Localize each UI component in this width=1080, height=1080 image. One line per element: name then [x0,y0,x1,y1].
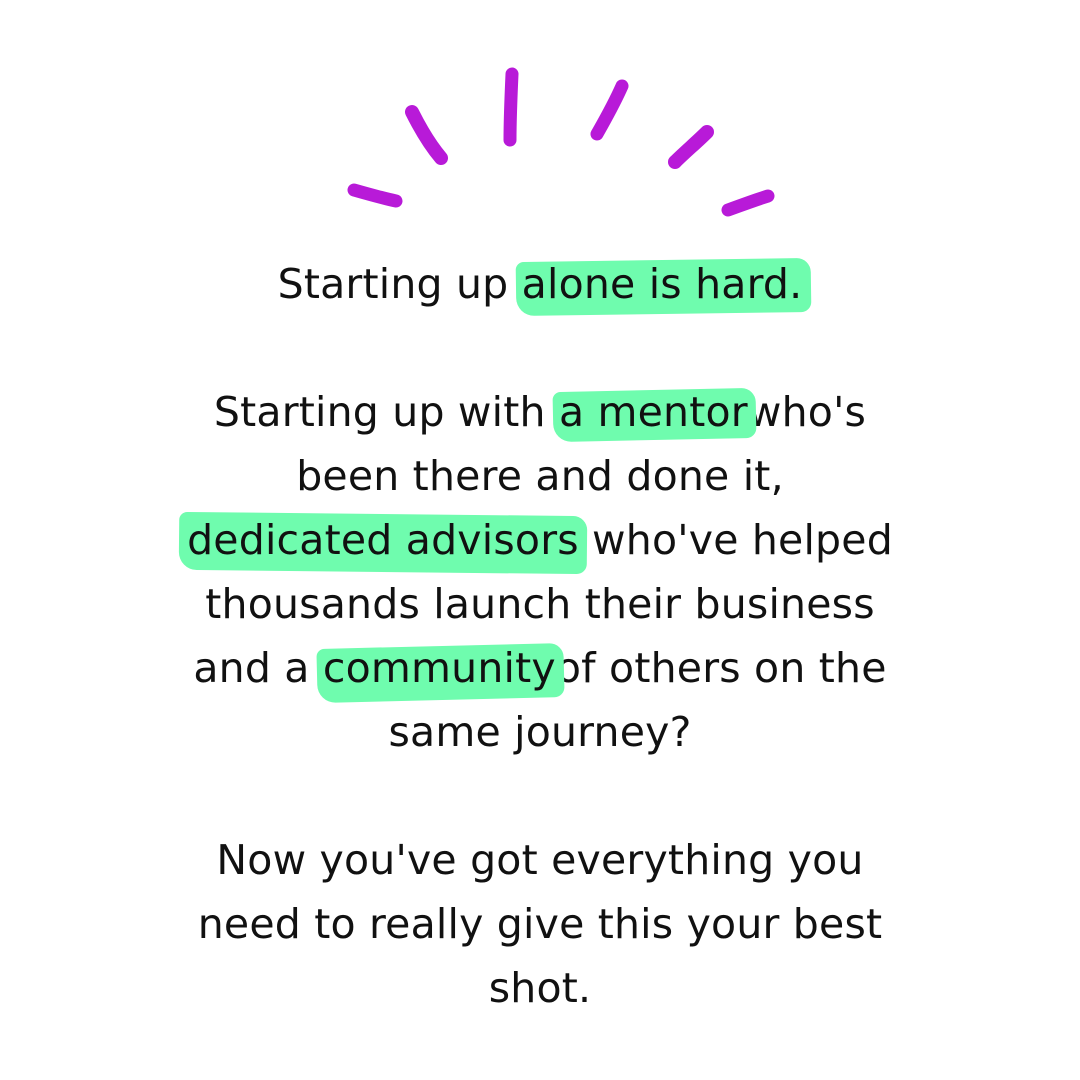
burst-stroke-right [590,79,629,141]
p3-line1: Now you've got everything you [216,836,864,884]
burst-stroke-left [405,105,448,165]
paragraph-gap [0,316,1080,380]
p2-line5-after: of others on the [555,644,887,692]
highlight-a-mentor: a mentor [559,380,748,444]
p3-line2: need to really give this your best [197,900,883,948]
burst-stroke-mid-right [668,125,714,169]
burst-stroke-far-right [721,189,775,217]
p2-line4: thousands launch their business [205,580,875,628]
p2-line5-before: and a [193,644,323,692]
burst-stroke-center [503,67,519,147]
highlight-alone-is-hard: alone is hard. [522,252,803,316]
p3-line3: shot. [488,964,592,1012]
burst-stroke-far-left [347,183,403,208]
message-text: Starting up alone is hard. Starting up w… [0,252,1080,1020]
p1-before: Starting up [277,260,522,308]
p2-line6: same journey? [388,708,692,756]
p2-line1-after: who's [747,388,867,436]
p2-line3: dedicated advisors who've helped [0,508,1080,572]
burst-strokes-icon [347,67,775,217]
p2-line1: Starting up with a mentor who's [0,380,1080,444]
highlight-dedicated-advisors: dedicated advisors [187,508,579,572]
p2-line2: been there and done it, [296,452,784,500]
p2-line1-before: Starting up with [213,388,559,436]
highlight-community: community [323,636,556,700]
p2-line5: and a community of others on the [0,636,1080,700]
paragraph-gap [0,764,1080,828]
p1-line1: Starting up alone is hard. [0,252,1080,316]
p2-line3-after: who've helped [578,516,893,564]
